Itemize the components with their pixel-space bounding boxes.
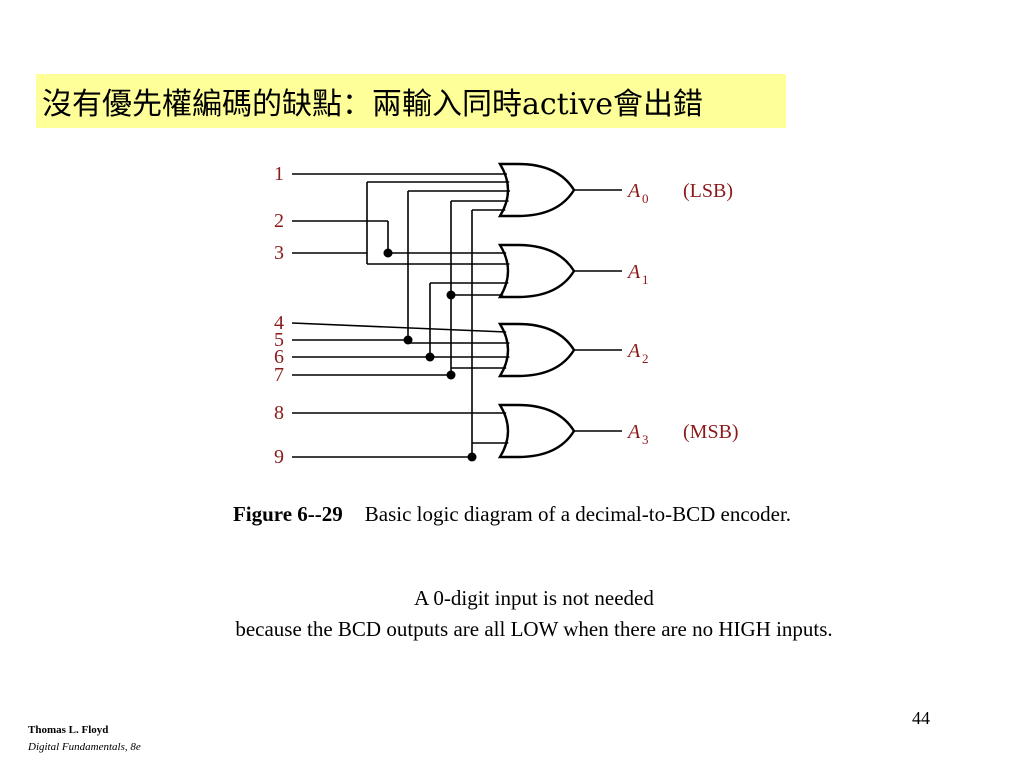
output-label-a3: A [626,421,641,443]
output-label-a2: A [626,340,641,362]
or-gate-a1 [497,243,576,299]
junction-dot [446,290,456,300]
output-subscript-a1: 1 [642,272,649,287]
footer-author: Thomas L. Floyd [28,724,109,736]
or-gate-a3 [497,403,576,459]
input-label-7: 7 [274,364,284,386]
input-label-2: 2 [274,210,284,232]
figure-caption-text: Basic logic diagram of a decimal-to-BCD … [364,502,792,526]
input-label-8: 8 [274,402,284,424]
figure-caption: Figure 6--29 Basic logic diagram of a dec… [0,502,1024,527]
slide-title-box: 沒有優先權編碼的缺點：兩輸入同時active會出錯 [36,74,786,128]
junction-dot [425,352,435,362]
figure-number: Figure 6--29 [232,502,343,526]
footer-book: Digital Fundamentals, 8e [28,741,141,753]
or-gate-a0 [497,162,576,218]
output-label-a0: A [626,180,641,202]
note-line-1: A 0-digit input is not needed [414,586,654,610]
junction-dot [403,335,413,345]
input-label-5: 5 [274,329,284,351]
slide-title: 沒有優先權編碼的缺點：兩輸入同時active會出錯 [42,87,704,122]
output-tag-a0: (LSB) [683,180,733,202]
junction-dot [467,452,477,462]
output-label-a1: A [626,261,641,283]
page-number: 44 [912,708,930,728]
input-label-4: 4 [274,312,284,334]
output-subscript-a2: 2 [642,351,649,366]
or-gate-a2 [497,322,576,378]
output-tag-a3: (MSB) [683,421,739,443]
input-label-6: 6 [274,346,284,368]
output-subscript-a0: 0 [642,191,649,206]
junction-dot [383,248,393,258]
input-label-9: 9 [274,446,284,468]
input-label-3: 3 [274,242,284,264]
output-subscript-a3: 3 [642,432,649,447]
junction-dot [446,370,456,380]
input-label-1: 1 [274,163,284,185]
input-wire-4 [291,322,507,333]
note-line-2: because the BCD outputs are all LOW when… [235,617,833,641]
